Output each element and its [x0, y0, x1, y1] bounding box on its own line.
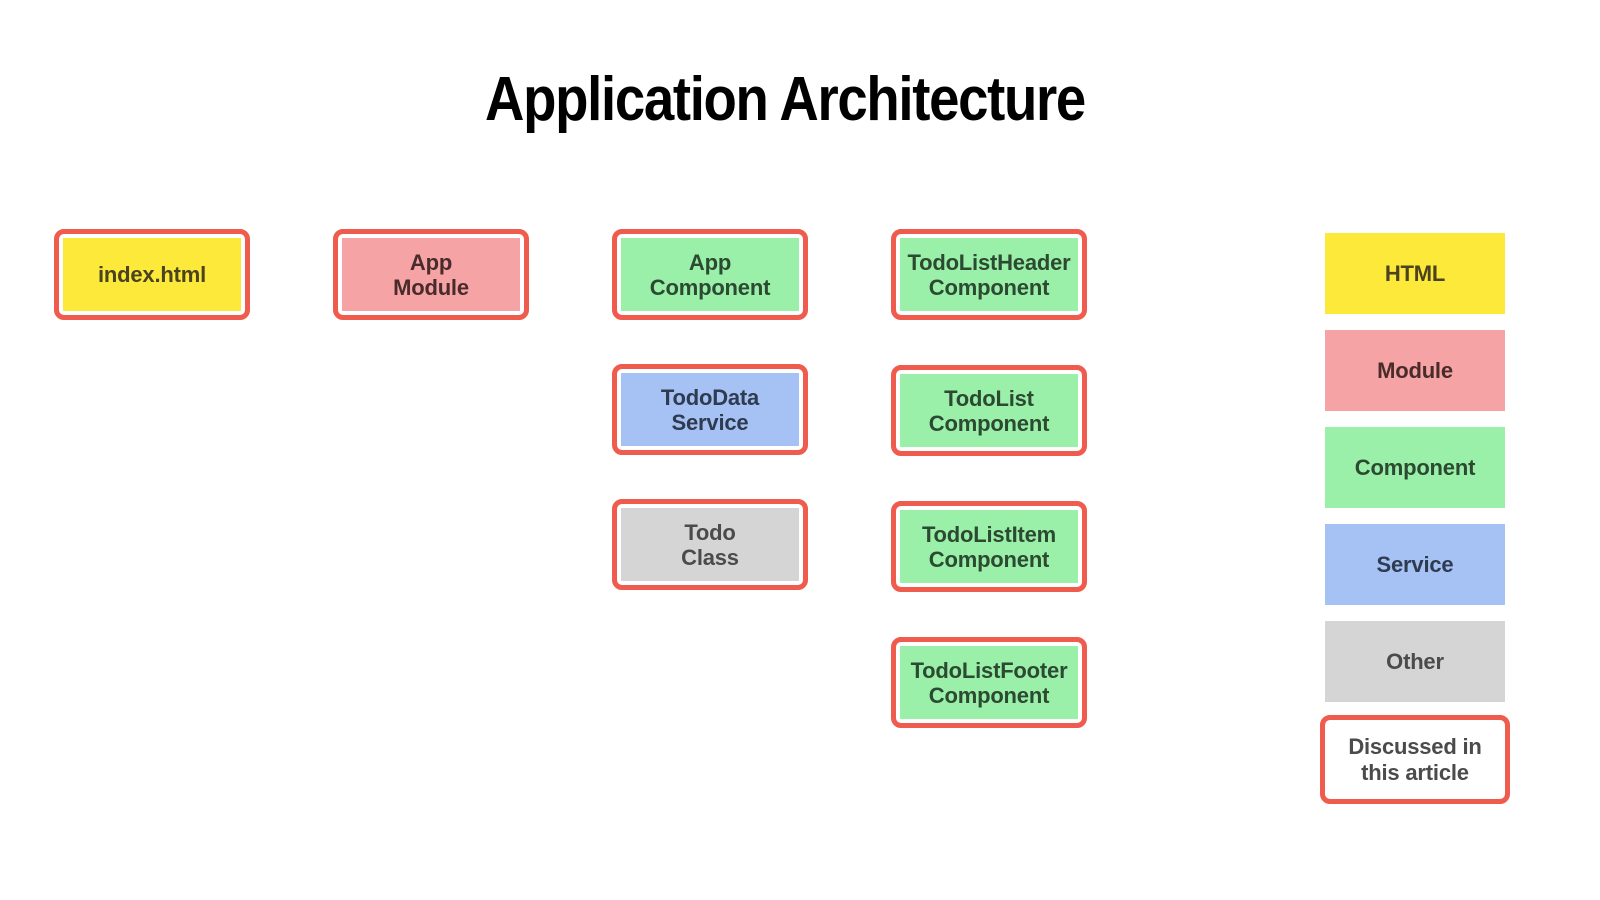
legend-item-other: Other [1325, 621, 1505, 702]
legend-item-discussed-in-this-article: Discussed in this article [1320, 715, 1510, 804]
node-label: TodoListFooter Component [900, 646, 1078, 719]
node-app-component[interactable]: App Component [612, 229, 808, 320]
node-label: TodoList Component [900, 374, 1078, 447]
node-label: index.html [63, 238, 241, 311]
legend-item-service: Service [1325, 524, 1505, 605]
legend-item-html: HTML [1325, 233, 1505, 314]
page-title: Application Architecture [485, 65, 1086, 134]
node-label: TodoListHeader Component [900, 238, 1078, 311]
node-todolistfooter-component[interactable]: TodoListFooter Component [891, 637, 1087, 728]
node-label: App Module [342, 238, 520, 311]
node-todolistheader-component[interactable]: TodoListHeader Component [891, 229, 1087, 320]
node-index-html[interactable]: index.html [54, 229, 250, 320]
node-todolistitem-component[interactable]: TodoListItem Component [891, 501, 1087, 592]
node-tododata-service[interactable]: TodoData Service [612, 364, 808, 455]
legend-item-module: Module [1325, 330, 1505, 411]
node-label: TodoData Service [621, 373, 799, 446]
node-label: Todo Class [621, 508, 799, 581]
node-todolist-component[interactable]: TodoList Component [891, 365, 1087, 456]
node-app-module[interactable]: App Module [333, 229, 529, 320]
legend-item-component: Component [1325, 427, 1505, 508]
node-todo-class[interactable]: Todo Class [612, 499, 808, 590]
node-label: TodoListItem Component [900, 510, 1078, 583]
node-label: App Component [621, 238, 799, 311]
